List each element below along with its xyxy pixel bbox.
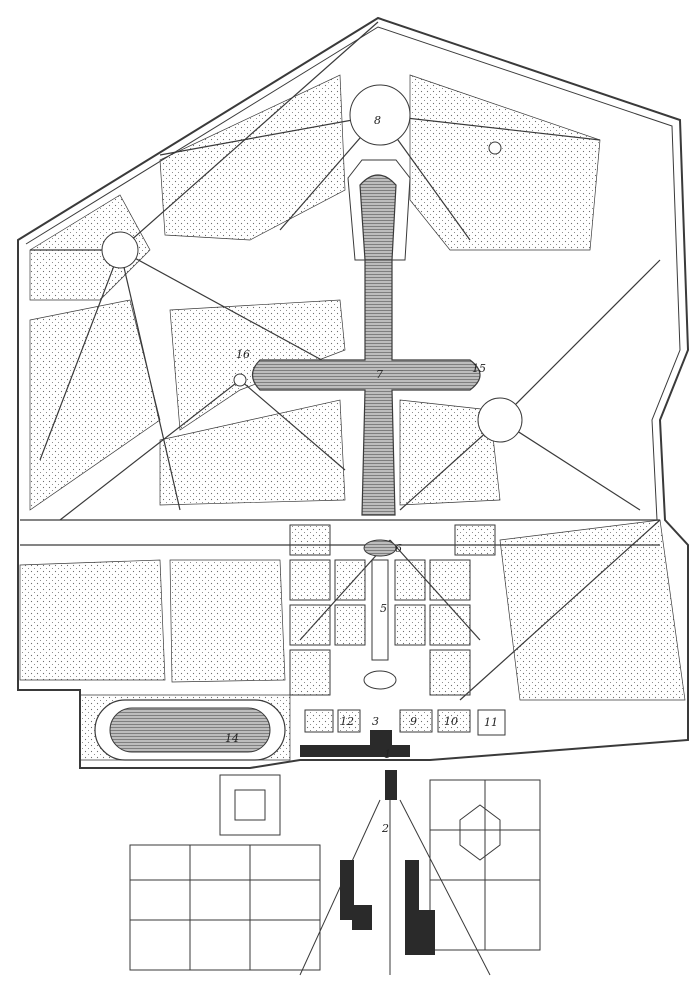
label-12: 12 — [340, 715, 354, 728]
label-7: 7 — [376, 368, 383, 381]
label-5: 5 — [380, 602, 387, 615]
parterre-blocks — [304, 709, 506, 736]
label-6: 6 — [395, 542, 402, 555]
label-15: 15 — [472, 362, 486, 375]
palace — [300, 730, 410, 800]
tapis-vert — [371, 559, 389, 661]
label-10: 10 — [444, 715, 458, 728]
label-1: 1 — [384, 748, 391, 761]
basin-6 — [363, 539, 397, 557]
latona-fountain — [363, 670, 397, 690]
swiss-pond — [94, 699, 286, 761]
label-2: 2 — [381, 822, 389, 835]
rond-points — [101, 84, 523, 443]
label-3: 3 — [372, 715, 379, 728]
label-9: 9 — [410, 715, 417, 728]
map-labels: 8 16 7 15 6 5 12 3 9 10 11 14 1 2 — [225, 114, 498, 835]
label-11: 11 — [484, 716, 498, 729]
bosquets — [19, 74, 686, 761]
town-buildings — [340, 860, 435, 955]
label-8: 8 — [374, 114, 381, 127]
town — [129, 774, 541, 976]
parterres — [289, 524, 496, 696]
grand-canal — [251, 159, 481, 516]
label-14: 14 — [225, 732, 239, 745]
label-16: 16 — [236, 348, 250, 361]
